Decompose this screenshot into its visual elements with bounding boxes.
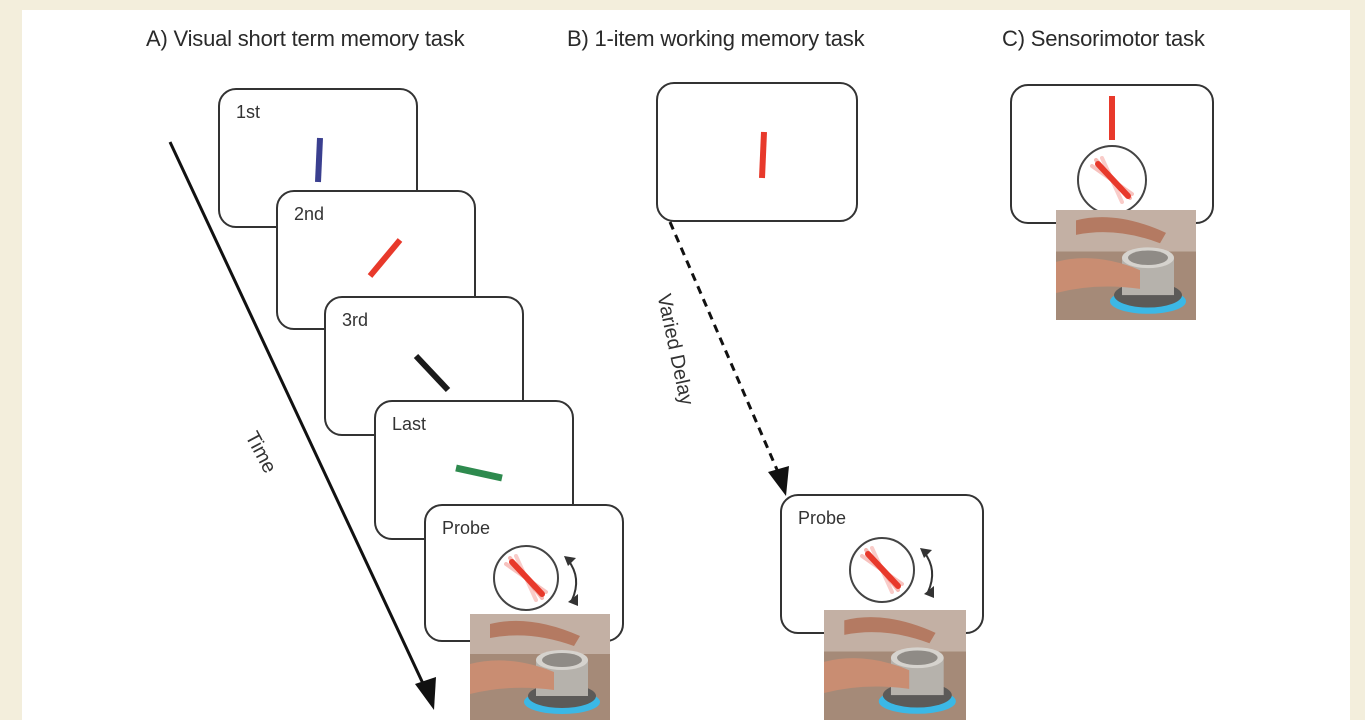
bar-red xyxy=(367,238,403,278)
probe-dial-b xyxy=(849,537,934,603)
screen-probe-b-label: Probe xyxy=(798,508,847,528)
probe-dial-a xyxy=(493,545,578,611)
bar-blue xyxy=(315,137,323,183)
knob-photo-b xyxy=(824,610,966,720)
bar-green xyxy=(455,464,503,482)
knob-photo-c xyxy=(1056,210,1196,320)
bar-red-b xyxy=(759,131,767,179)
screen-second-label: 2nd xyxy=(294,204,325,224)
title-panel-a: A) Visual short term memory task xyxy=(146,26,465,51)
sensorimotor-stimulus xyxy=(1077,96,1147,215)
screen-probe-a-label: Probe xyxy=(442,518,491,538)
screen-third-label: 3rd xyxy=(342,310,369,330)
bar-black xyxy=(413,353,451,393)
screen-stimulus-b xyxy=(656,82,858,222)
screen-last: Last xyxy=(374,400,574,540)
title-panel-c: C) Sensorimotor task xyxy=(1002,26,1205,51)
screen-sensorimotor xyxy=(1010,84,1214,224)
screen-last-label: Last xyxy=(392,414,427,434)
screen-first-label: 1st xyxy=(236,102,261,122)
figure-canvas: A) Visual short term memory task B) 1-it… xyxy=(22,10,1350,720)
delay-arrow xyxy=(668,221,789,496)
time-arrow xyxy=(168,141,436,710)
title-panel-b: B) 1-item working memory task xyxy=(567,26,865,51)
knob-photo-a xyxy=(470,614,610,720)
